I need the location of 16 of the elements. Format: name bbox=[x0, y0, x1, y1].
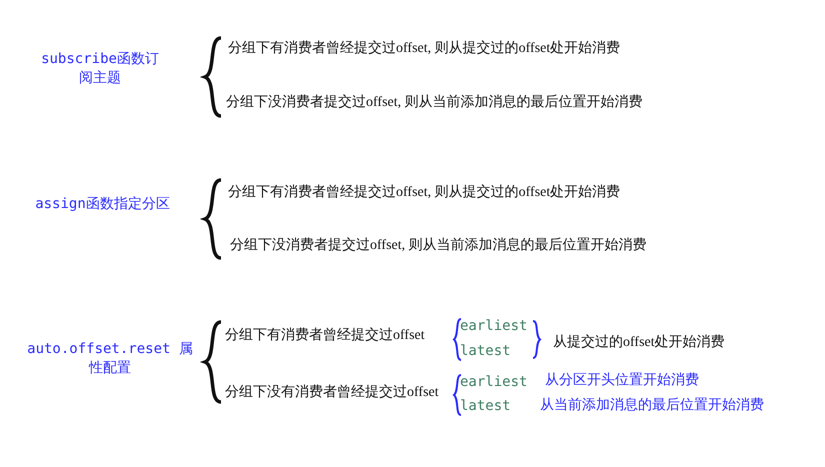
option-value: earliest bbox=[460, 317, 528, 336]
description-text: 从提交过的offset处开始消费 bbox=[553, 334, 725, 352]
option-value: latest bbox=[460, 397, 511, 416]
topic-heading: subscribe函数订阅主题 bbox=[40, 50, 160, 88]
description-text: 分组下没有消费者曾经提交过offset bbox=[225, 384, 439, 402]
description-text: 分组下有消费者曾经提交过offset, 则从提交过的offset处开始消费 bbox=[228, 184, 620, 202]
description-text: 从分区开头位置开始消费 bbox=[545, 372, 699, 390]
description-text: 分组下有消费者曾经提交过offset bbox=[225, 327, 425, 345]
description-text: 分组下有消费者曾经提交过offset, 则从提交过的offset处开始消费 bbox=[228, 40, 620, 58]
description-text: 从当前添加消息的最后位置开始消费 bbox=[540, 397, 764, 415]
option-value: earliest bbox=[460, 373, 528, 392]
topic-heading: assign函数指定分区 bbox=[35, 195, 170, 214]
option-value: latest bbox=[460, 342, 511, 361]
topic-heading: auto.offset.reset 属性配置 bbox=[26, 340, 194, 378]
description-text: 分组下没消费者提交过offset, 则从当前添加消息的最后位置开始消费 bbox=[226, 94, 643, 112]
description-text: 分组下没消费者提交过offset, 则从当前添加消息的最后位置开始消费 bbox=[230, 237, 647, 255]
